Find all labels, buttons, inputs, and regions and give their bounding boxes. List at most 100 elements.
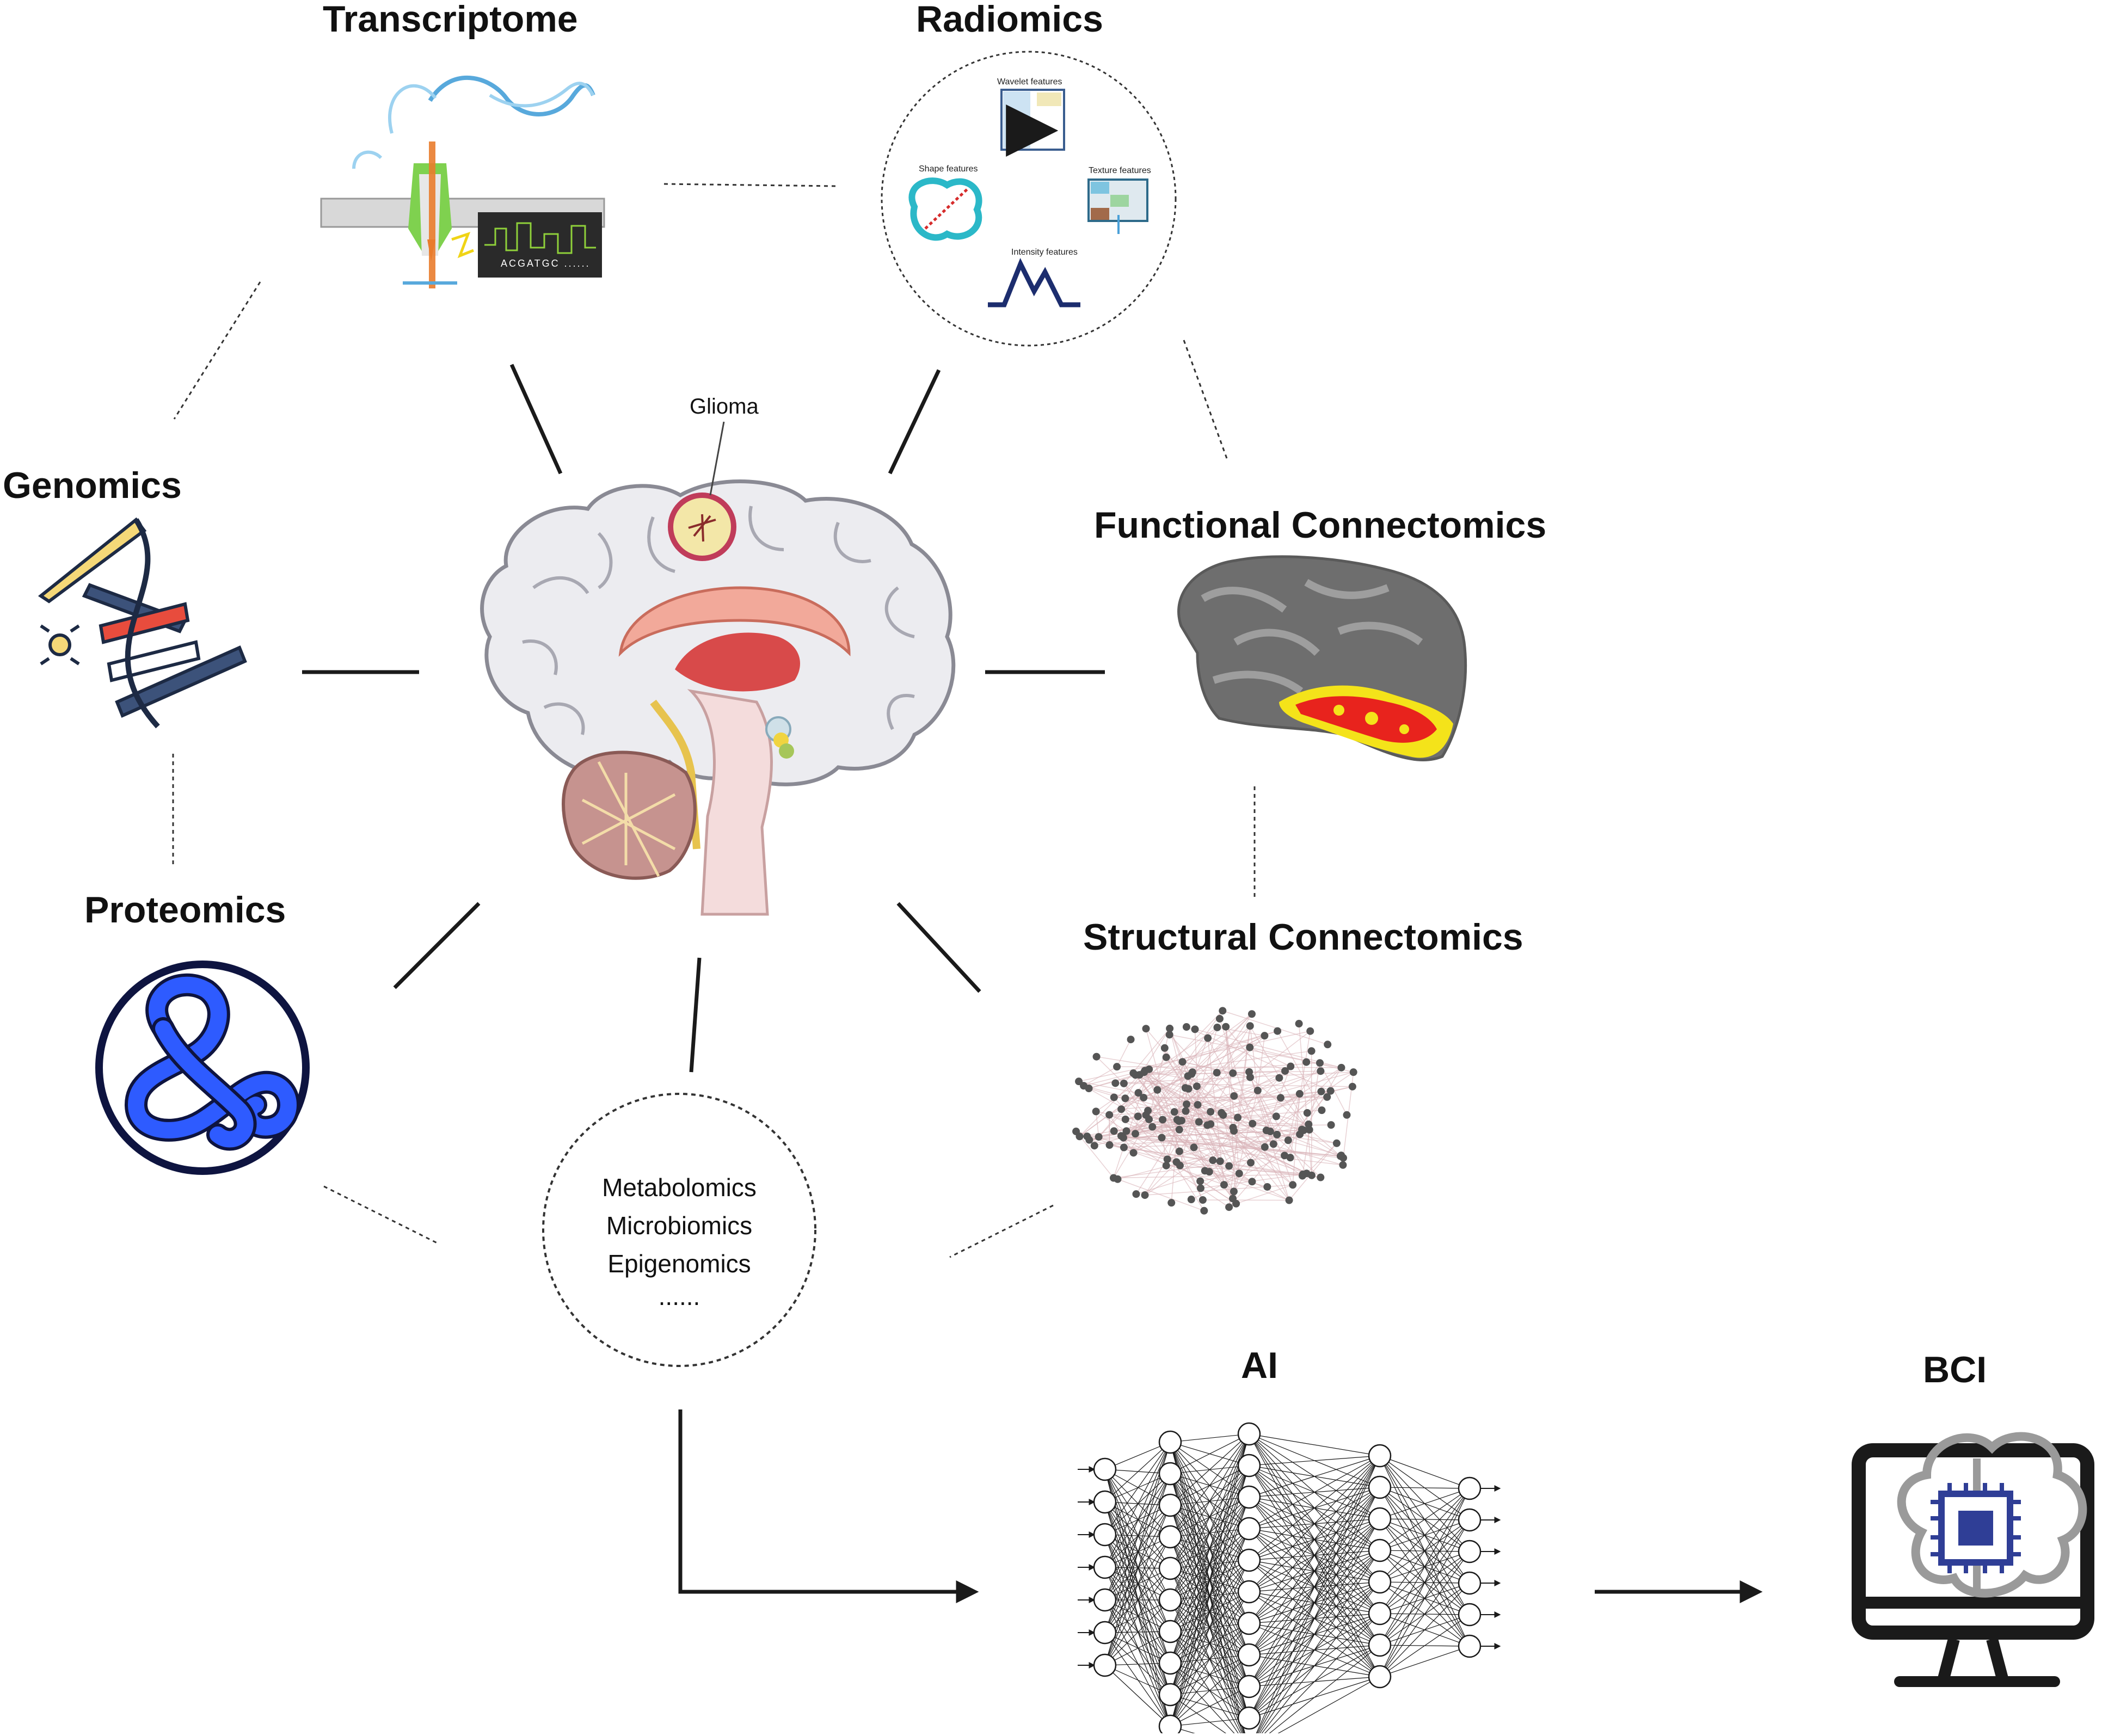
nn-neuron bbox=[1369, 1603, 1391, 1624]
network-node bbox=[1318, 1106, 1325, 1114]
network-node bbox=[1189, 1068, 1196, 1076]
network-node bbox=[1167, 1199, 1175, 1206]
network-node bbox=[1123, 1127, 1130, 1135]
network-node bbox=[1113, 1063, 1121, 1070]
network-node bbox=[1273, 1131, 1281, 1138]
nn-neuron bbox=[1094, 1622, 1116, 1643]
network-node bbox=[1273, 1112, 1280, 1120]
nn-edge bbox=[1380, 1488, 1470, 1550]
nn-neuron bbox=[1369, 1508, 1391, 1530]
nn-neuron bbox=[1459, 1604, 1480, 1626]
network-node bbox=[1263, 1183, 1271, 1191]
network-node bbox=[1274, 1027, 1281, 1035]
network-node bbox=[1153, 1086, 1161, 1094]
network-node bbox=[1277, 1094, 1284, 1101]
network-node bbox=[1122, 1116, 1129, 1123]
network-node bbox=[1199, 1196, 1207, 1204]
network-node bbox=[1182, 1084, 1189, 1092]
wavelet-features-label: Wavelet features bbox=[997, 77, 1062, 87]
network-node bbox=[1306, 1027, 1314, 1035]
connector-radiomics-center bbox=[890, 370, 939, 473]
nn-neuron bbox=[1459, 1572, 1480, 1594]
network-node bbox=[1145, 1066, 1153, 1073]
network-node bbox=[1225, 1162, 1233, 1170]
network-node bbox=[1110, 1093, 1118, 1101]
network-node bbox=[1249, 1120, 1256, 1128]
network-node bbox=[1245, 1068, 1253, 1076]
network-node bbox=[1327, 1121, 1335, 1129]
dotted-transcriptome-radiomics bbox=[664, 184, 835, 186]
nn-neuron bbox=[1159, 1715, 1181, 1733]
network-node bbox=[1333, 1140, 1341, 1147]
network-node bbox=[1132, 1130, 1139, 1137]
network-node bbox=[1246, 1044, 1253, 1051]
nn-neuron bbox=[1094, 1589, 1116, 1611]
network-node bbox=[1219, 1111, 1227, 1119]
network-node bbox=[1072, 1128, 1080, 1135]
network-node bbox=[1304, 1109, 1311, 1117]
other-omics-ellipsis: ...... bbox=[570, 1282, 788, 1311]
network-node bbox=[1194, 1101, 1202, 1109]
network-node bbox=[1216, 1015, 1224, 1023]
network-node bbox=[1207, 1108, 1214, 1116]
network-node bbox=[1263, 1126, 1270, 1134]
texture-features-label: Texture features bbox=[1089, 166, 1151, 175]
nn-edge bbox=[1380, 1488, 1470, 1519]
network-node bbox=[1095, 1133, 1103, 1141]
nn-neuron bbox=[1238, 1423, 1260, 1445]
network-node bbox=[1298, 1125, 1306, 1133]
network-node bbox=[1120, 1143, 1128, 1151]
network-node bbox=[1195, 1118, 1203, 1126]
connector-structural-center bbox=[898, 903, 980, 992]
network-node bbox=[1305, 1121, 1312, 1128]
network-node bbox=[1117, 1105, 1125, 1113]
network-node bbox=[1286, 1197, 1293, 1204]
nn-neuron bbox=[1159, 1589, 1181, 1611]
nn-neuron bbox=[1238, 1644, 1260, 1666]
functional-connectomics-title: Functional Connectomics bbox=[1094, 504, 1546, 546]
dotted-structural-other bbox=[950, 1205, 1053, 1257]
network-node bbox=[1289, 1181, 1296, 1189]
connector-other-center bbox=[691, 958, 699, 1072]
network-node bbox=[1183, 1100, 1190, 1108]
network-node bbox=[1190, 1143, 1198, 1151]
network-node bbox=[1213, 1069, 1221, 1076]
network-node bbox=[1085, 1136, 1093, 1144]
network-node bbox=[1148, 1123, 1156, 1131]
network-node bbox=[1254, 1087, 1262, 1094]
network-node bbox=[1140, 1094, 1147, 1101]
nn-neuron bbox=[1094, 1524, 1116, 1546]
nn-neuron bbox=[1369, 1540, 1391, 1561]
connector-transcriptome-center bbox=[512, 365, 561, 473]
nn-edge bbox=[1380, 1583, 1470, 1677]
nn-edge bbox=[1380, 1646, 1470, 1677]
transcriptome-title: Transcriptome bbox=[323, 0, 578, 40]
network-edge bbox=[1203, 1200, 1289, 1201]
genomics-icon bbox=[41, 520, 245, 727]
functional-brain-icon bbox=[1179, 557, 1466, 760]
network-node bbox=[1316, 1059, 1324, 1067]
genomics-title: Genomics bbox=[3, 464, 182, 507]
nn-neuron bbox=[1238, 1455, 1260, 1476]
network-edge bbox=[1117, 1039, 1130, 1067]
nn-neuron bbox=[1459, 1509, 1480, 1531]
network-node bbox=[1225, 1203, 1233, 1211]
nn-neuron bbox=[1159, 1431, 1181, 1453]
network-node bbox=[1246, 1022, 1254, 1030]
network-node bbox=[1317, 1174, 1324, 1181]
ai-neural-network-icon bbox=[1078, 1423, 1499, 1733]
network-node bbox=[1284, 1136, 1292, 1144]
network-node bbox=[1216, 1158, 1224, 1165]
network-node bbox=[1183, 1023, 1190, 1031]
nn-neuron bbox=[1159, 1463, 1181, 1485]
network-node bbox=[1281, 1152, 1288, 1159]
network-node bbox=[1175, 1117, 1183, 1125]
network-node bbox=[1197, 1184, 1204, 1192]
nn-neuron bbox=[1238, 1707, 1260, 1729]
network-node bbox=[1161, 1044, 1169, 1052]
network-node bbox=[1114, 1175, 1121, 1183]
nn-neuron bbox=[1238, 1612, 1260, 1634]
network-node bbox=[1299, 1171, 1307, 1178]
bci-monitor-icon bbox=[1859, 1437, 2087, 1682]
network-node bbox=[1229, 1069, 1237, 1077]
